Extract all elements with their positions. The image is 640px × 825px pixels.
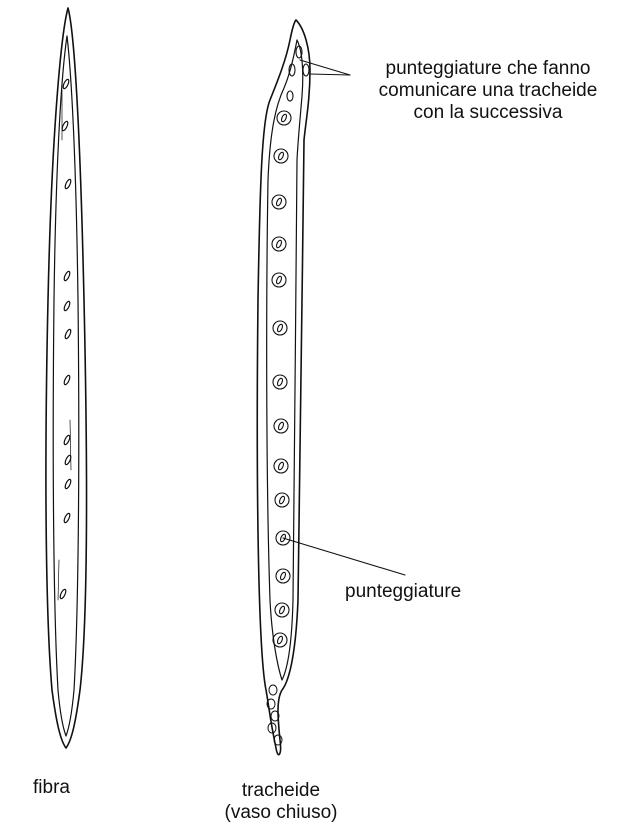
bordered-pit [274,149,288,163]
fiber-pit [63,301,71,312]
label-fiber: fibra [33,777,70,799]
fiber-pit [63,435,71,446]
fiber-pit [63,375,71,386]
bordered-pit [275,493,289,507]
fiber-pit [63,513,71,524]
bordered-pit [274,419,288,433]
tracheid-inner-wall [267,40,303,680]
bordered-pit [276,569,290,583]
fiber-pit [64,479,72,490]
fiber-pit [59,589,67,600]
label-line: tracheide [212,780,350,802]
fiber-inner-wall [53,36,79,736]
tracheid-bordered-pits [272,111,291,647]
tip-pit [303,64,309,76]
fiber-pit [62,79,70,90]
bordered-pit [274,459,288,473]
label-line: con la successiva [350,102,626,124]
label-tracheid: tracheide (vaso chiuso) [212,780,350,824]
bordered-pit [272,273,286,287]
bordered-pit [272,195,286,209]
label-pits: punteggiature [345,581,461,603]
bordered-pit [275,603,289,617]
fiber-wall-detail [58,90,71,600]
fiber-pits [59,79,72,600]
tracheid-cell [257,20,310,755]
label-line: comunicare una tracheide [350,80,626,102]
label-line: (vaso chiuso) [212,802,350,824]
bordered-pit [272,237,286,251]
label-communicating-pits: punteggiature che fanno comunicare una t… [350,58,626,124]
bordered-pit [273,633,287,647]
label-line: punteggiature che fanno [350,58,626,80]
fiber-pit [64,329,72,340]
bordered-pit [273,375,287,389]
leader-line-top-2 [310,74,350,75]
fiber-cell [46,8,87,748]
tracheid-bead [269,685,277,695]
leader-line-top-1 [300,60,350,75]
leader-line-pits [283,538,405,575]
tracheid-tip-pits [287,46,309,101]
bordered-pit [273,321,287,335]
bordered-pit [277,111,291,125]
tip-pit [287,91,293,101]
fiber-pit [64,179,72,190]
fiber-pit [63,271,71,282]
